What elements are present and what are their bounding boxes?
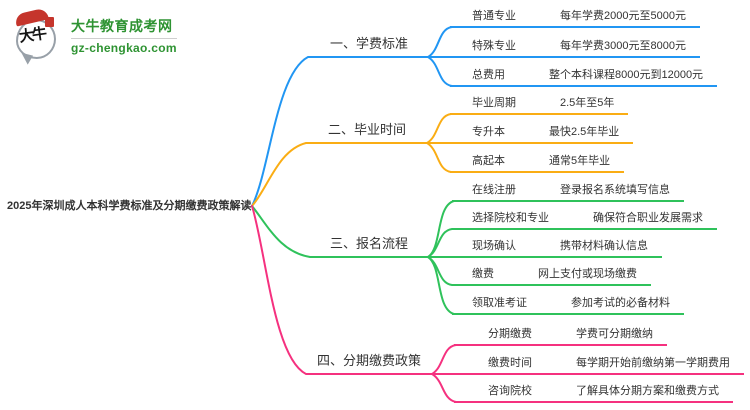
leaf-value: 2.5年至5年 bbox=[560, 97, 615, 109]
leaf-label: 现场确认 bbox=[472, 240, 516, 252]
red-seal-icon bbox=[45, 17, 54, 27]
leaf-value: 最快2.5年毕业 bbox=[549, 126, 620, 138]
leaf-row: 高起本 通常5年毕业 bbox=[450, 153, 625, 173]
branch1-links bbox=[251, 26, 453, 207]
root-node: 2025年深圳成人本科学费标准及分期缴费政策解读 bbox=[7, 200, 252, 212]
branch-label-4: 四、分期缴费政策 bbox=[316, 353, 421, 368]
leaf-row: 在线注册 登录报名系统填写信息 bbox=[452, 182, 684, 202]
leaf-row: 专升本 最快2.5年毕业 bbox=[450, 124, 634, 144]
leaf-value: 整个本科课程8000元到12000元 bbox=[549, 69, 704, 81]
leaf-row: 选择院校和专业 确保符合职业发展需求 bbox=[452, 210, 717, 230]
leaf-label: 专升本 bbox=[472, 126, 505, 138]
leaf-value: 携带材料确认信息 bbox=[560, 240, 648, 252]
leaf-value: 登录报名系统填写信息 bbox=[560, 184, 670, 196]
leaf-value: 确保符合职业发展需求 bbox=[593, 212, 703, 224]
site-logo: 大牛 大牛教育成考网 gz-chengkao.com bbox=[14, 7, 177, 66]
leaf-label: 选择院校和专业 bbox=[472, 212, 549, 224]
leaf-row: 现场确认 携带材料确认信息 bbox=[452, 238, 662, 258]
leaf-value: 每年学费2000元至5000元 bbox=[560, 10, 686, 22]
leaf-row: 领取准考证 参加考试的必备材料 bbox=[452, 295, 684, 315]
leaf-row: 缴费 网上支付或现场缴费 bbox=[452, 266, 651, 286]
leaf-value: 了解具体分期方案和缴费方式 bbox=[576, 385, 719, 397]
site-url: gz-chengkao.com bbox=[71, 41, 177, 55]
leaf-label: 总费用 bbox=[472, 69, 505, 81]
leaf-value: 通常5年毕业 bbox=[549, 155, 611, 167]
leaf-value: 每学期开始前缴纳第一学期费用 bbox=[576, 357, 730, 369]
leaf-label: 分期缴费 bbox=[488, 328, 532, 340]
leaf-row: 分期缴费 学费可分期缴纳 bbox=[454, 326, 667, 346]
branch-label-3: 三、报名流程 bbox=[329, 236, 408, 251]
speech-bubble-tail bbox=[18, 52, 34, 66]
branch-label-2: 二、毕业时间 bbox=[327, 122, 406, 137]
leaf-row: 特殊专业 每年学费3000元至8000元 bbox=[450, 38, 700, 58]
logo-divider bbox=[71, 38, 177, 39]
leaf-label: 缴费 bbox=[472, 268, 494, 280]
site-name: 大牛教育成考网 bbox=[71, 18, 173, 34]
leaf-row: 总费用 整个本科课程8000元到12000元 bbox=[450, 67, 718, 87]
branch2-links bbox=[251, 113, 453, 207]
branch-label-1: 一、学费标准 bbox=[329, 36, 408, 51]
leaf-row: 缴费时间 每学期开始前缴纳第一学期费用 bbox=[454, 355, 744, 375]
branch4-links bbox=[251, 205, 459, 403]
leaf-row: 咨询院校 了解具体分期方案和缴费方式 bbox=[454, 383, 733, 403]
leaf-value: 每年学费3000元至8000元 bbox=[560, 40, 686, 52]
leaf-label: 高起本 bbox=[472, 155, 505, 167]
logo-texts: 大牛教育成考网 gz-chengkao.com bbox=[71, 10, 177, 55]
leaf-label: 在线注册 bbox=[472, 184, 516, 196]
leaf-value: 网上支付或现场缴费 bbox=[538, 268, 637, 280]
leaf-label: 领取准考证 bbox=[472, 297, 527, 309]
branch3-links bbox=[251, 200, 455, 315]
leaf-label: 缴费时间 bbox=[488, 357, 532, 369]
leaf-label: 毕业周期 bbox=[472, 97, 516, 109]
leaf-label: 普通专业 bbox=[472, 10, 516, 22]
leaf-value: 参加考试的必备材料 bbox=[571, 297, 670, 309]
logo-characters: 大牛 bbox=[18, 25, 47, 46]
leaf-value: 学费可分期缴纳 bbox=[576, 328, 653, 340]
leaf-row: 毕业周期 2.5年至5年 bbox=[450, 95, 629, 115]
logo-bubble-icon: 大牛 bbox=[14, 7, 62, 66]
leaf-label: 特殊专业 bbox=[472, 40, 516, 52]
leaf-row: 普通专业 每年学费2000元至5000元 bbox=[450, 8, 700, 28]
leaf-label: 咨询院校 bbox=[488, 385, 532, 397]
